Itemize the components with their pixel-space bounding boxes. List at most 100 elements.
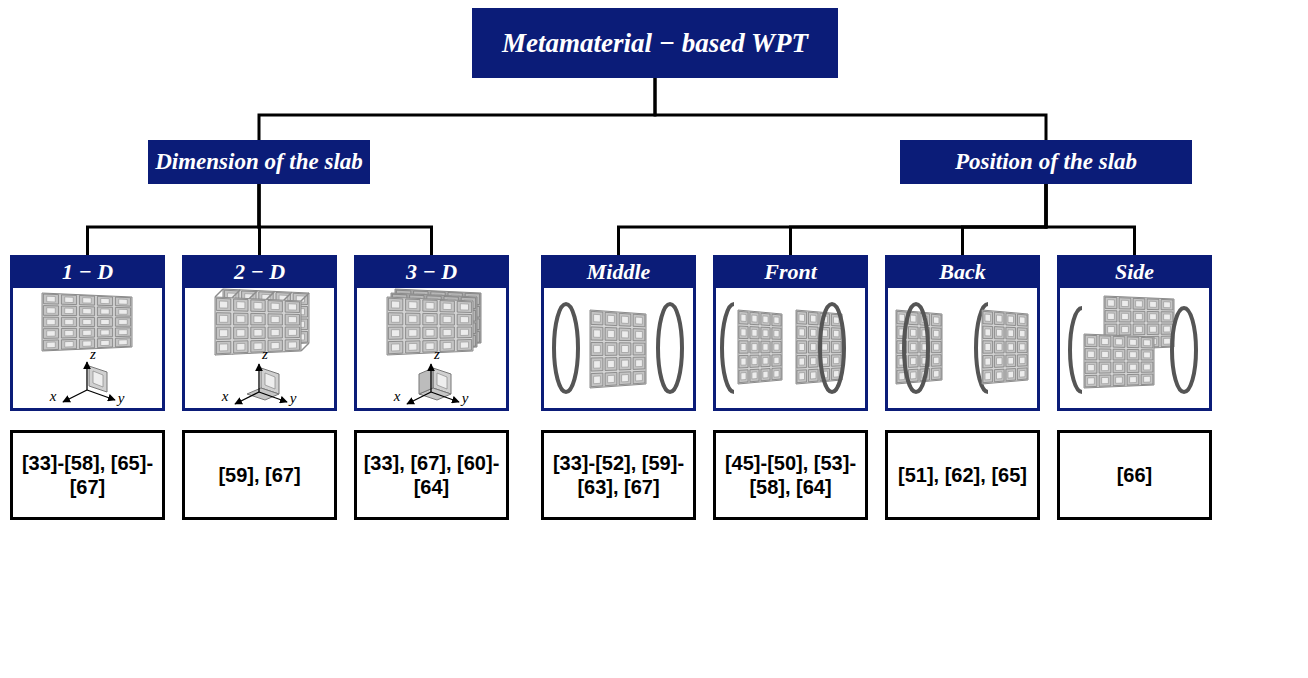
- slab-cell: [457, 327, 471, 338]
- slab-cell: [115, 328, 130, 337]
- slab-cell: [633, 357, 645, 369]
- reference-list: [66]: [1113, 463, 1157, 487]
- slab-cell: [43, 329, 58, 339]
- tree-connector: [88, 184, 260, 255]
- slab-cell: [251, 327, 265, 339]
- box-label: 2 − D: [185, 258, 334, 288]
- slab-edge: [284, 292, 292, 300]
- slab-cell: [443, 303, 451, 310]
- slab-cell: [1122, 326, 1129, 332]
- slab-cell: [97, 328, 112, 337]
- slab-cell: [633, 371, 645, 384]
- slab-cell: [79, 307, 94, 316]
- slab-cell: [739, 355, 748, 368]
- slab-cell: [443, 342, 451, 349]
- slab-cell: [392, 344, 400, 351]
- axis-label: y: [118, 390, 125, 406]
- slab-cell: [265, 373, 275, 389]
- slab-cell: [1102, 364, 1109, 370]
- slab-cell: [908, 327, 918, 339]
- slab-cell: [101, 330, 110, 335]
- slab-cell: [808, 341, 818, 353]
- slab-cell: [834, 357, 840, 364]
- slab-cell: [392, 301, 400, 308]
- slab-cell: [1099, 336, 1111, 347]
- slab-cell: [911, 315, 917, 322]
- slab-cell: [215, 297, 301, 355]
- slab-cell: [774, 357, 779, 364]
- reference-list: [59], [67]: [214, 463, 304, 487]
- slab-cell: [1008, 330, 1014, 337]
- tree-connector: [963, 184, 1047, 255]
- slab-cell: [763, 357, 768, 364]
- slab-cell: [808, 369, 818, 382]
- slab-cell: [406, 341, 420, 353]
- slab-cell: [115, 307, 130, 316]
- slab-cell: [1161, 299, 1173, 310]
- slab-cell: [994, 327, 1004, 339]
- slab-cell: [1119, 298, 1131, 309]
- slab-cell: [622, 316, 629, 323]
- metamaterial-slab: [982, 310, 1028, 384]
- slab-cell: [619, 357, 631, 370]
- slab-cell: [457, 340, 471, 351]
- slab-cell: [1020, 344, 1026, 350]
- slab-cell: [772, 355, 781, 367]
- slab-cell: [1088, 338, 1095, 345]
- slab-cell: [97, 296, 112, 305]
- category-box: Dimension of the slab: [148, 140, 370, 184]
- slab-cell: [234, 341, 248, 353]
- slab-cell: [997, 358, 1003, 365]
- slab-cell: [799, 373, 805, 380]
- slab-cell: [1150, 314, 1157, 320]
- slab-cell: [409, 330, 417, 337]
- box-label: Front: [716, 258, 865, 288]
- axis-glyph: [407, 364, 459, 404]
- slab-cell: [1105, 297, 1117, 309]
- slab-cell: [119, 299, 128, 304]
- slab-cell: [931, 355, 941, 367]
- axis-label: z: [262, 346, 268, 362]
- slab-cell: [985, 314, 991, 321]
- slab-cell: [1102, 377, 1109, 383]
- slab-cell: [1144, 364, 1151, 370]
- slab-cell: [636, 331, 643, 338]
- slab-cell: [983, 355, 993, 368]
- slab-cell: [220, 315, 228, 322]
- slab-cell: [591, 373, 603, 387]
- slab-cell: [1113, 349, 1125, 360]
- slab-cell: [834, 330, 840, 337]
- slab-cell: [752, 372, 757, 379]
- slab-cell: [591, 358, 603, 371]
- slab-cell: [799, 358, 805, 365]
- slab-cell: [1150, 301, 1157, 307]
- slab-cell: [1113, 336, 1125, 347]
- slab-cell: [752, 315, 757, 322]
- slab-cell: [1088, 378, 1095, 385]
- slab-cell: [594, 376, 601, 384]
- slab-cell: [622, 360, 629, 367]
- type-card: Side: [1057, 255, 1212, 411]
- slab-cell: [1020, 370, 1026, 377]
- slab-cell: [985, 373, 991, 380]
- axis-line: [63, 390, 87, 402]
- slab-cell: [633, 343, 645, 355]
- slab-cell: [619, 313, 631, 326]
- slab-cell: [1085, 375, 1097, 387]
- axis-line: [87, 390, 115, 400]
- slab-cell: [822, 357, 828, 364]
- slab-cell: [911, 344, 917, 351]
- slab-cell: [115, 318, 130, 327]
- slab-cell: [43, 294, 58, 304]
- slab-cell: [457, 314, 471, 325]
- slab-cell: [1099, 375, 1111, 386]
- slab-cell: [1108, 327, 1115, 333]
- slab-cell: [1104, 296, 1174, 350]
- slab-cell: [426, 302, 434, 309]
- slab-cell: [811, 372, 817, 379]
- slab-cell: [47, 319, 56, 325]
- axis-label: z: [434, 346, 440, 362]
- slab-cell: [831, 328, 841, 340]
- slab-cell: [997, 329, 1003, 336]
